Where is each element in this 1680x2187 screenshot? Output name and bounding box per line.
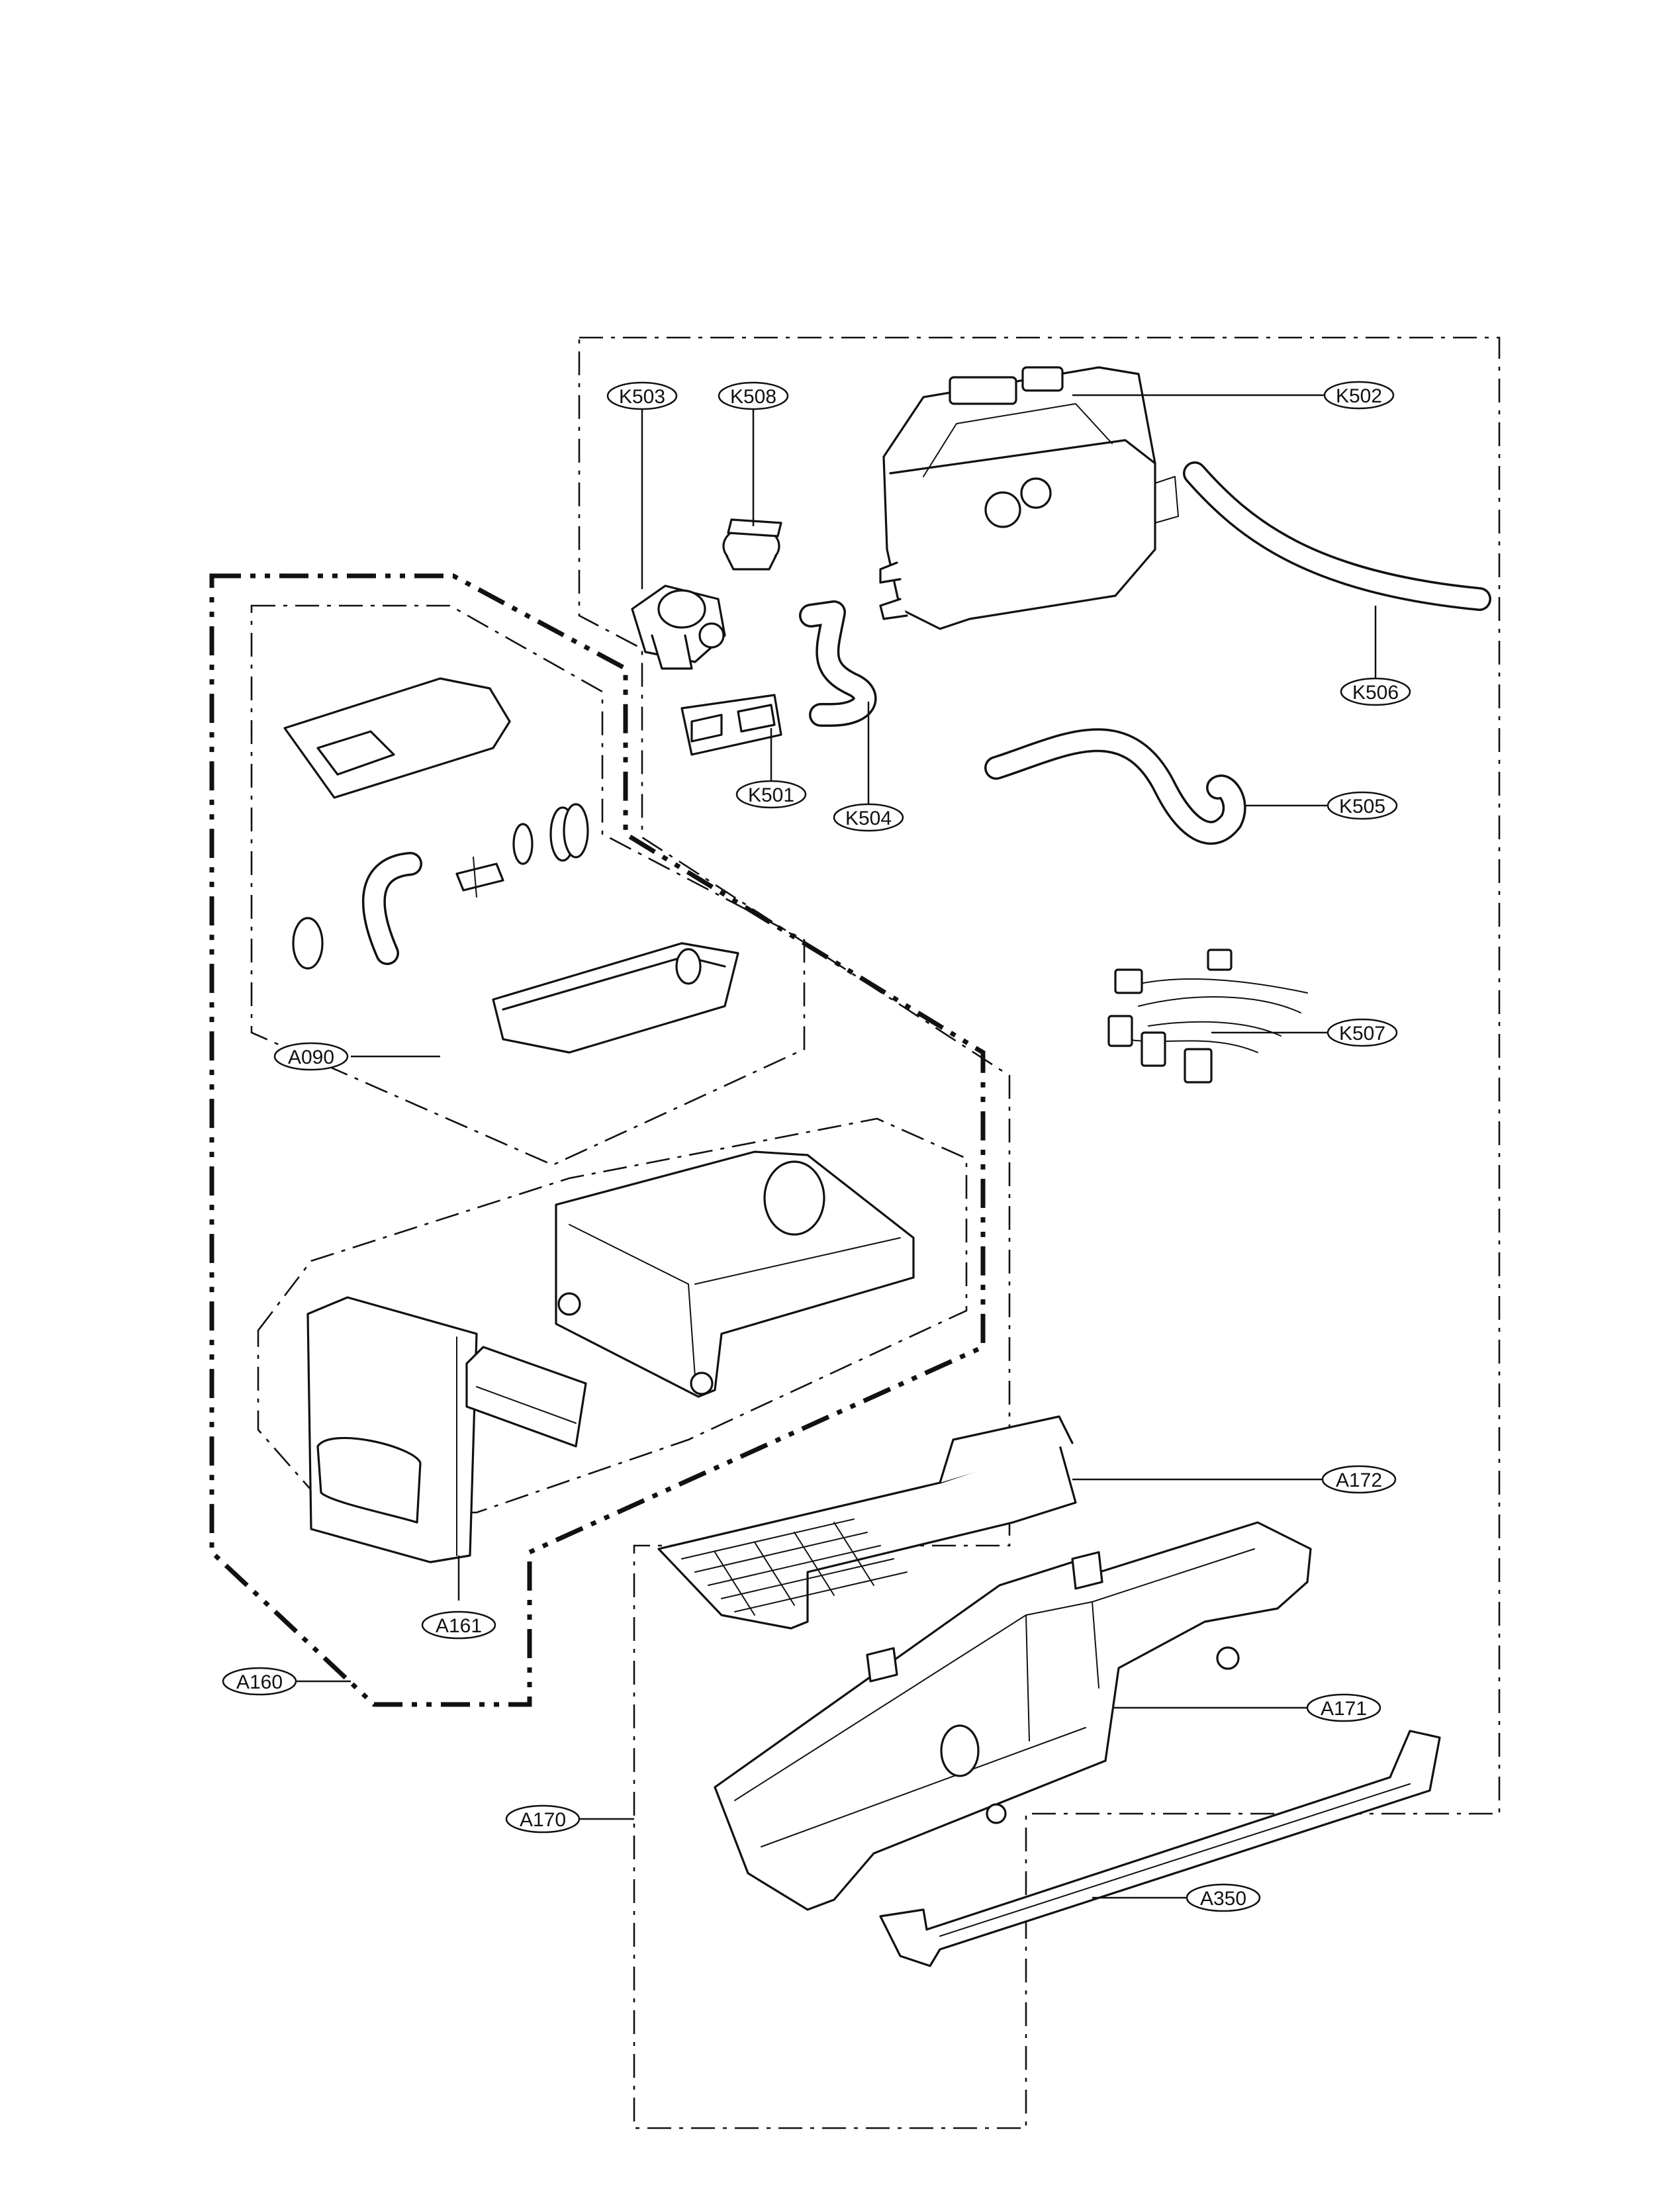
label-K504: K504 <box>833 803 904 832</box>
part-k508-clamp <box>722 518 782 571</box>
part-k505-hose <box>984 728 1246 845</box>
group-outline-A090 <box>250 604 806 1166</box>
part-a090-dispenser-cap <box>283 677 511 799</box>
label-A350: A350 <box>1186 1883 1261 1912</box>
svg-text:A160: A160 <box>236 1671 283 1693</box>
svg-text:A090: A090 <box>288 1047 334 1068</box>
label-K503: K503 <box>606 381 678 410</box>
part-a161-front-panel <box>306 1296 478 1563</box>
svg-text:A350: A350 <box>1200 1888 1246 1910</box>
svg-text:K506: K506 <box>1352 682 1399 704</box>
part-a090-ring <box>292 917 324 970</box>
svg-text:K508: K508 <box>730 386 776 408</box>
label-A161: A161 <box>421 1610 496 1640</box>
svg-text:K505: K505 <box>1339 796 1385 817</box>
part-a161-frame <box>465 1346 587 1448</box>
part-k504-elbow-hose <box>799 600 877 727</box>
part-k507-wire-harness <box>1107 949 1308 1084</box>
label-A170: A170 <box>505 1804 581 1834</box>
svg-text:K502: K502 <box>1336 385 1382 407</box>
part-a171-housing <box>714 1521 1312 1911</box>
svg-text:K504: K504 <box>845 808 892 829</box>
label-K506: K506 <box>1340 677 1411 706</box>
part-a161-drawer <box>555 1150 915 1398</box>
part-a172-grid-cover <box>657 1415 1077 1630</box>
svg-text:K503: K503 <box>619 386 665 408</box>
group-outline-A161 <box>257 1117 968 1514</box>
label-K507: K507 <box>1327 1018 1398 1047</box>
part-a090-elbow <box>361 852 422 965</box>
part-k501-bracket <box>680 694 782 756</box>
label-A171: A171 <box>1306 1693 1381 1722</box>
svg-text:A172: A172 <box>1336 1469 1382 1491</box>
label-A090: A090 <box>273 1042 349 1071</box>
label-A172: A172 <box>1321 1465 1397 1494</box>
svg-text:A170: A170 <box>520 1809 566 1831</box>
part-a350-rail <box>879 1730 1441 1967</box>
label-A160: A160 <box>222 1667 297 1696</box>
label-K508: K508 <box>718 381 789 410</box>
svg-text:K501: K501 <box>748 784 794 806</box>
part-k503-valve <box>631 584 726 670</box>
label-K502: K502 <box>1323 381 1395 410</box>
part-k502-steam-generator <box>879 366 1179 630</box>
part-a090-seal <box>512 803 589 865</box>
part-a090-tray <box>492 942 739 1054</box>
part-k506-hose <box>1183 461 1491 611</box>
part-a090-connector <box>455 857 504 898</box>
group-outline-steam-generator <box>578 336 1501 2129</box>
svg-text:A171: A171 <box>1321 1698 1367 1720</box>
svg-text:K507: K507 <box>1339 1023 1385 1045</box>
svg-text:A161: A161 <box>436 1615 482 1637</box>
label-K505: K505 <box>1327 791 1398 820</box>
label-K501: K501 <box>735 780 807 809</box>
